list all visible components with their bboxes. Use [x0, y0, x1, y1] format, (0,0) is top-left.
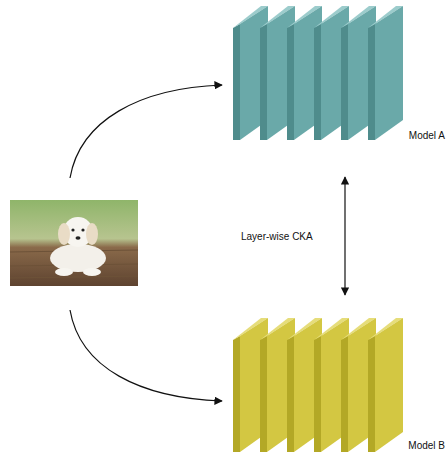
edge-label: Layer-wise CKA: [239, 230, 315, 243]
model-label: Model A: [408, 130, 446, 141]
puppy-photo: [10, 200, 138, 286]
layer-slab: [368, 318, 403, 452]
input-arrow: [70, 310, 222, 401]
model-stack: Model A: [230, 2, 448, 174]
layer-slab: [368, 6, 403, 140]
layer-stack: [230, 2, 448, 174]
model-stack: Model B: [230, 298, 448, 456]
layer-stack: [230, 298, 448, 456]
model-label: Model B: [407, 440, 446, 451]
input-arrow: [70, 85, 222, 178]
similarity-arrow: [344, 177, 345, 295]
